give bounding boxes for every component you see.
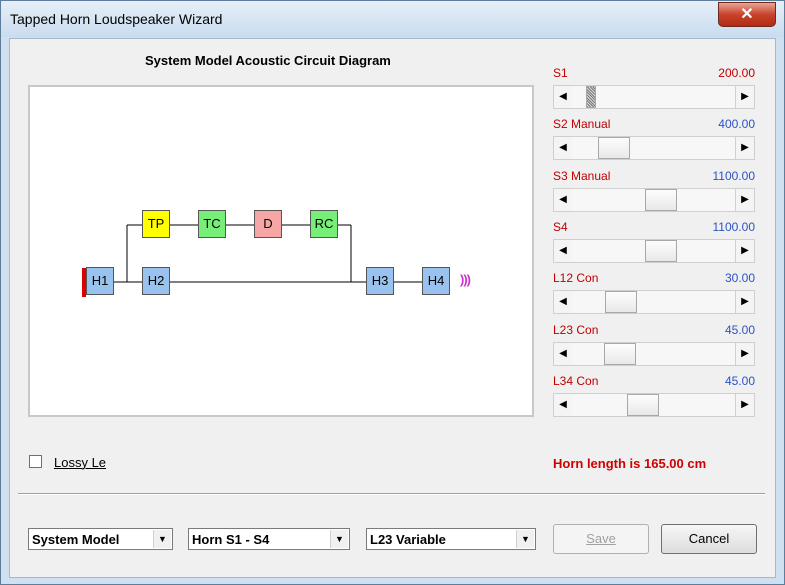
scroll-left-icon[interactable]: ◀ [554, 188, 573, 211]
control-value: 1100.00 [712, 219, 756, 234]
scroll-right-icon[interactable]: ▶ [735, 393, 754, 416]
chevron-down-icon[interactable]: ▼ [516, 530, 534, 548]
block-tc: TC [198, 210, 226, 238]
block-d: D [254, 210, 282, 238]
scroll-left-icon[interactable]: ◀ [554, 137, 573, 160]
scroll-track[interactable] [572, 393, 736, 416]
control-value: 200.00 [718, 66, 755, 80]
close-button[interactable]: ✕ [718, 2, 776, 27]
block-h2: H2 [142, 267, 170, 295]
cancel-button-label: Cancel [688, 531, 730, 546]
scroll-left-icon[interactable]: ◀ [554, 239, 573, 262]
control-scrollbar[interactable]: ◀▶ [553, 341, 755, 366]
block-h1: H1 [86, 267, 114, 295]
control-scrollbar[interactable]: ◀▶ [553, 85, 755, 109]
control-label: S3 Manual [553, 168, 611, 183]
model-select[interactable]: System Model ▼ [28, 528, 173, 550]
block-h3: H3 [366, 267, 394, 295]
scroll-thumb[interactable] [605, 291, 637, 314]
scroll-track[interactable] [572, 291, 736, 314]
scroll-thumb[interactable] [627, 393, 659, 416]
control-scrollbar[interactable]: ◀▶ [553, 392, 755, 417]
scroll-left-icon[interactable]: ◀ [554, 342, 573, 365]
scroll-right-icon[interactable]: ▶ [735, 86, 754, 108]
chevron-down-icon[interactable]: ▼ [153, 530, 171, 548]
scroll-right-icon[interactable]: ▶ [735, 137, 754, 160]
horn-select-value: Horn S1 - S4 [192, 532, 270, 547]
scroll-right-icon[interactable]: ▶ [735, 291, 754, 314]
horn-select[interactable]: Horn S1 - S4 ▼ [188, 528, 350, 550]
variable-select[interactable]: L23 Variable ▼ [366, 528, 536, 550]
control-value: 45.00 [724, 373, 755, 388]
title-bar[interactable]: Tapped Horn Loudspeaker Wizard [1, 1, 784, 37]
input-marker [82, 268, 86, 297]
scroll-thumb[interactable] [598, 137, 630, 160]
control-scrollbar[interactable]: ◀▶ [553, 136, 755, 161]
scroll-left-icon[interactable]: ◀ [554, 291, 573, 314]
scroll-left-icon[interactable]: ◀ [554, 86, 573, 108]
variable-select-value: L23 Variable [370, 532, 446, 547]
scroll-thumb[interactable] [604, 342, 636, 365]
block-tp: TP [142, 210, 170, 238]
circuit-diagram: H1 H2 TP TC D RC H3 H4 ))) [28, 85, 534, 417]
window-title: Tapped Horn Loudspeaker Wizard [10, 11, 223, 27]
block-h4: H4 [422, 267, 450, 295]
scroll-right-icon[interactable]: ▶ [735, 342, 754, 365]
control-label: S4 [553, 219, 568, 234]
circuit-wires [82, 224, 422, 297]
control-value: 1100.00 [712, 168, 756, 183]
chevron-down-icon[interactable]: ▼ [330, 530, 348, 548]
scroll-thumb[interactable] [586, 86, 596, 108]
horn-length-status: Horn length is 165.00 cm [553, 456, 707, 471]
cancel-button[interactable]: Cancel [661, 524, 757, 554]
control-value: 45.00 [724, 322, 755, 337]
control-scrollbar[interactable]: ◀▶ [553, 238, 755, 263]
block-rc: RC [310, 210, 338, 238]
lossy-label[interactable]: Lossy Le [54, 455, 107, 470]
separator-line [18, 493, 765, 495]
scroll-track[interactable] [572, 188, 736, 211]
control-label: S2 Manual [553, 117, 611, 132]
scroll-track[interactable] [572, 86, 736, 108]
control-label: L23 Con [553, 322, 599, 337]
control-value: 400.00 [718, 117, 755, 132]
close-icon: ✕ [740, 6, 754, 23]
scroll-thumb[interactable] [645, 188, 677, 211]
diagram-title: System Model Acoustic Circuit Diagram [145, 53, 391, 68]
scroll-track[interactable] [572, 137, 736, 160]
save-button[interactable]: Save [553, 524, 649, 554]
scroll-track[interactable] [572, 342, 736, 365]
scroll-thumb[interactable] [645, 239, 677, 262]
scroll-left-icon[interactable]: ◀ [554, 393, 573, 416]
scroll-track[interactable] [572, 239, 736, 262]
sound-output-icon: ))) [460, 272, 471, 287]
control-label: S1 [553, 66, 568, 80]
control-scrollbar[interactable]: ◀▶ [553, 187, 755, 212]
scroll-right-icon[interactable]: ▶ [735, 188, 754, 211]
control-label: L12 Con [553, 271, 599, 286]
scroll-right-icon[interactable]: ▶ [735, 239, 754, 262]
save-button-label: Save [586, 531, 616, 546]
lossy-checkbox[interactable] [29, 455, 42, 468]
control-value: 30.00 [724, 271, 755, 286]
control-label: L34 Con [553, 373, 599, 388]
control-scrollbar[interactable]: ◀▶ [553, 290, 755, 315]
model-select-value: System Model [32, 532, 120, 547]
